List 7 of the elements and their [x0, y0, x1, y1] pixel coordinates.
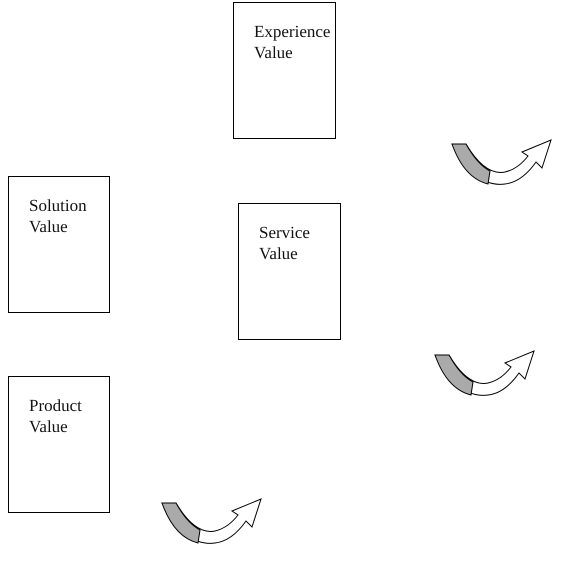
box-label: Service Value: [259, 222, 311, 264]
value-box: [238, 203, 341, 340]
value-box: [8, 176, 110, 313]
box-label: Solution Value: [29, 195, 88, 237]
value-box: [233, 2, 336, 139]
box-label: Product Value: [29, 395, 83, 437]
value-box: [8, 376, 110, 513]
